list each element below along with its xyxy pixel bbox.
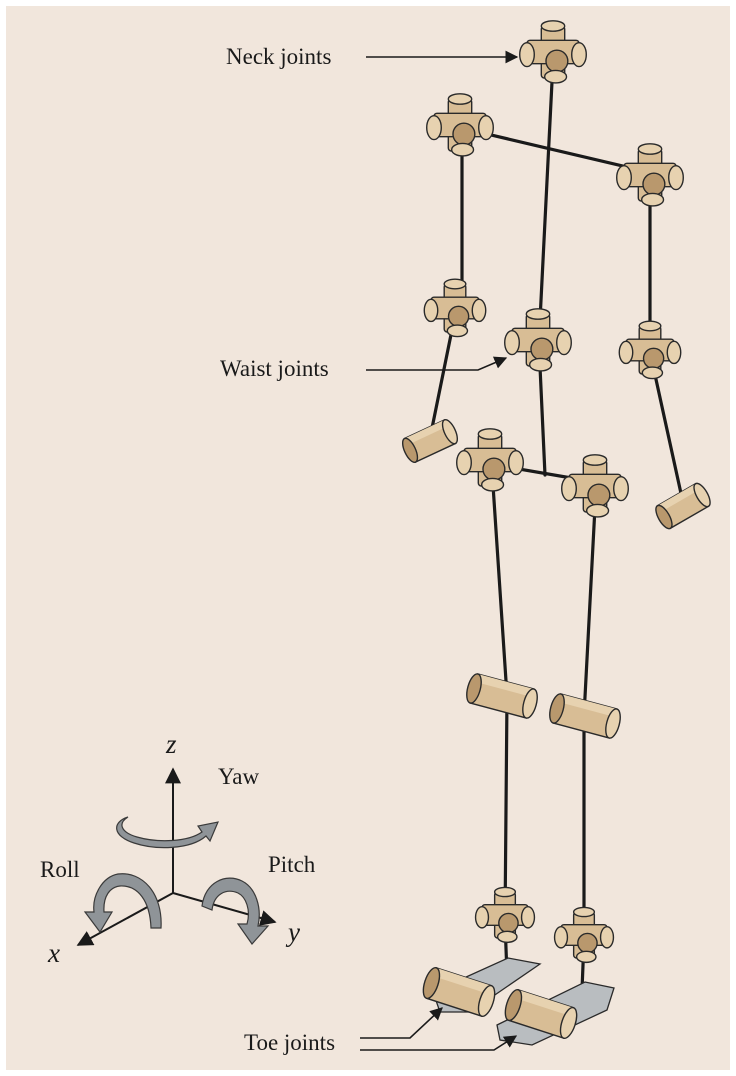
yaw-rotation-arrow (116, 816, 219, 849)
spine-link (537, 60, 555, 342)
right-wrist-joint-icon (401, 418, 459, 464)
left-shoulder-joint-icon (616, 143, 684, 207)
toe-joints-label: Toe joints (244, 1030, 335, 1055)
yaw-label: Yaw (218, 764, 260, 789)
right-ankle-joint-icon (474, 886, 536, 944)
toe-leader-arrow-upper (360, 1007, 443, 1039)
joint-set (401, 20, 711, 1040)
right-toe-joint-icon (422, 966, 496, 1018)
roll-label: Roll (40, 857, 80, 882)
waist-joints-label: Waist joints (220, 356, 329, 381)
left-knee-joint-icon (549, 693, 621, 739)
left-thigh-link (582, 486, 598, 718)
left-toe-joint-icon (504, 988, 578, 1040)
pitch-rotation-arrow (201, 877, 270, 945)
diagram-background (6, 6, 730, 1070)
left-hip-joint-icon (561, 454, 629, 518)
neck-joint-icon (519, 20, 587, 84)
waist-joint-icon (504, 308, 572, 372)
y-axis-label: y (285, 917, 300, 947)
x-axis-label: x (47, 938, 60, 968)
right-hip-joint-icon (456, 428, 524, 492)
neck-joints-label: Neck joints (226, 44, 331, 69)
right-elbow-joint-icon (423, 278, 487, 338)
right-knee-joint-icon (466, 673, 538, 719)
pitch-label: Pitch (268, 852, 316, 877)
left-ankle-joint-icon (553, 906, 615, 964)
right-thigh-link (490, 468, 509, 698)
z-axis-label: z (165, 729, 177, 759)
right-shoulder-joint-icon (426, 93, 494, 157)
right-shin-link (503, 694, 509, 924)
waist-leader-arrow (366, 356, 508, 371)
roll-rotation-arrow (83, 873, 162, 934)
left-elbow-joint-icon (618, 320, 682, 380)
left-wrist-joint-icon (655, 482, 711, 530)
toe-leader-arrow-lower (360, 1035, 518, 1051)
coordinate-frame: z x y Yaw Roll Pitch (40, 729, 316, 968)
shoulder-link (468, 128, 650, 174)
